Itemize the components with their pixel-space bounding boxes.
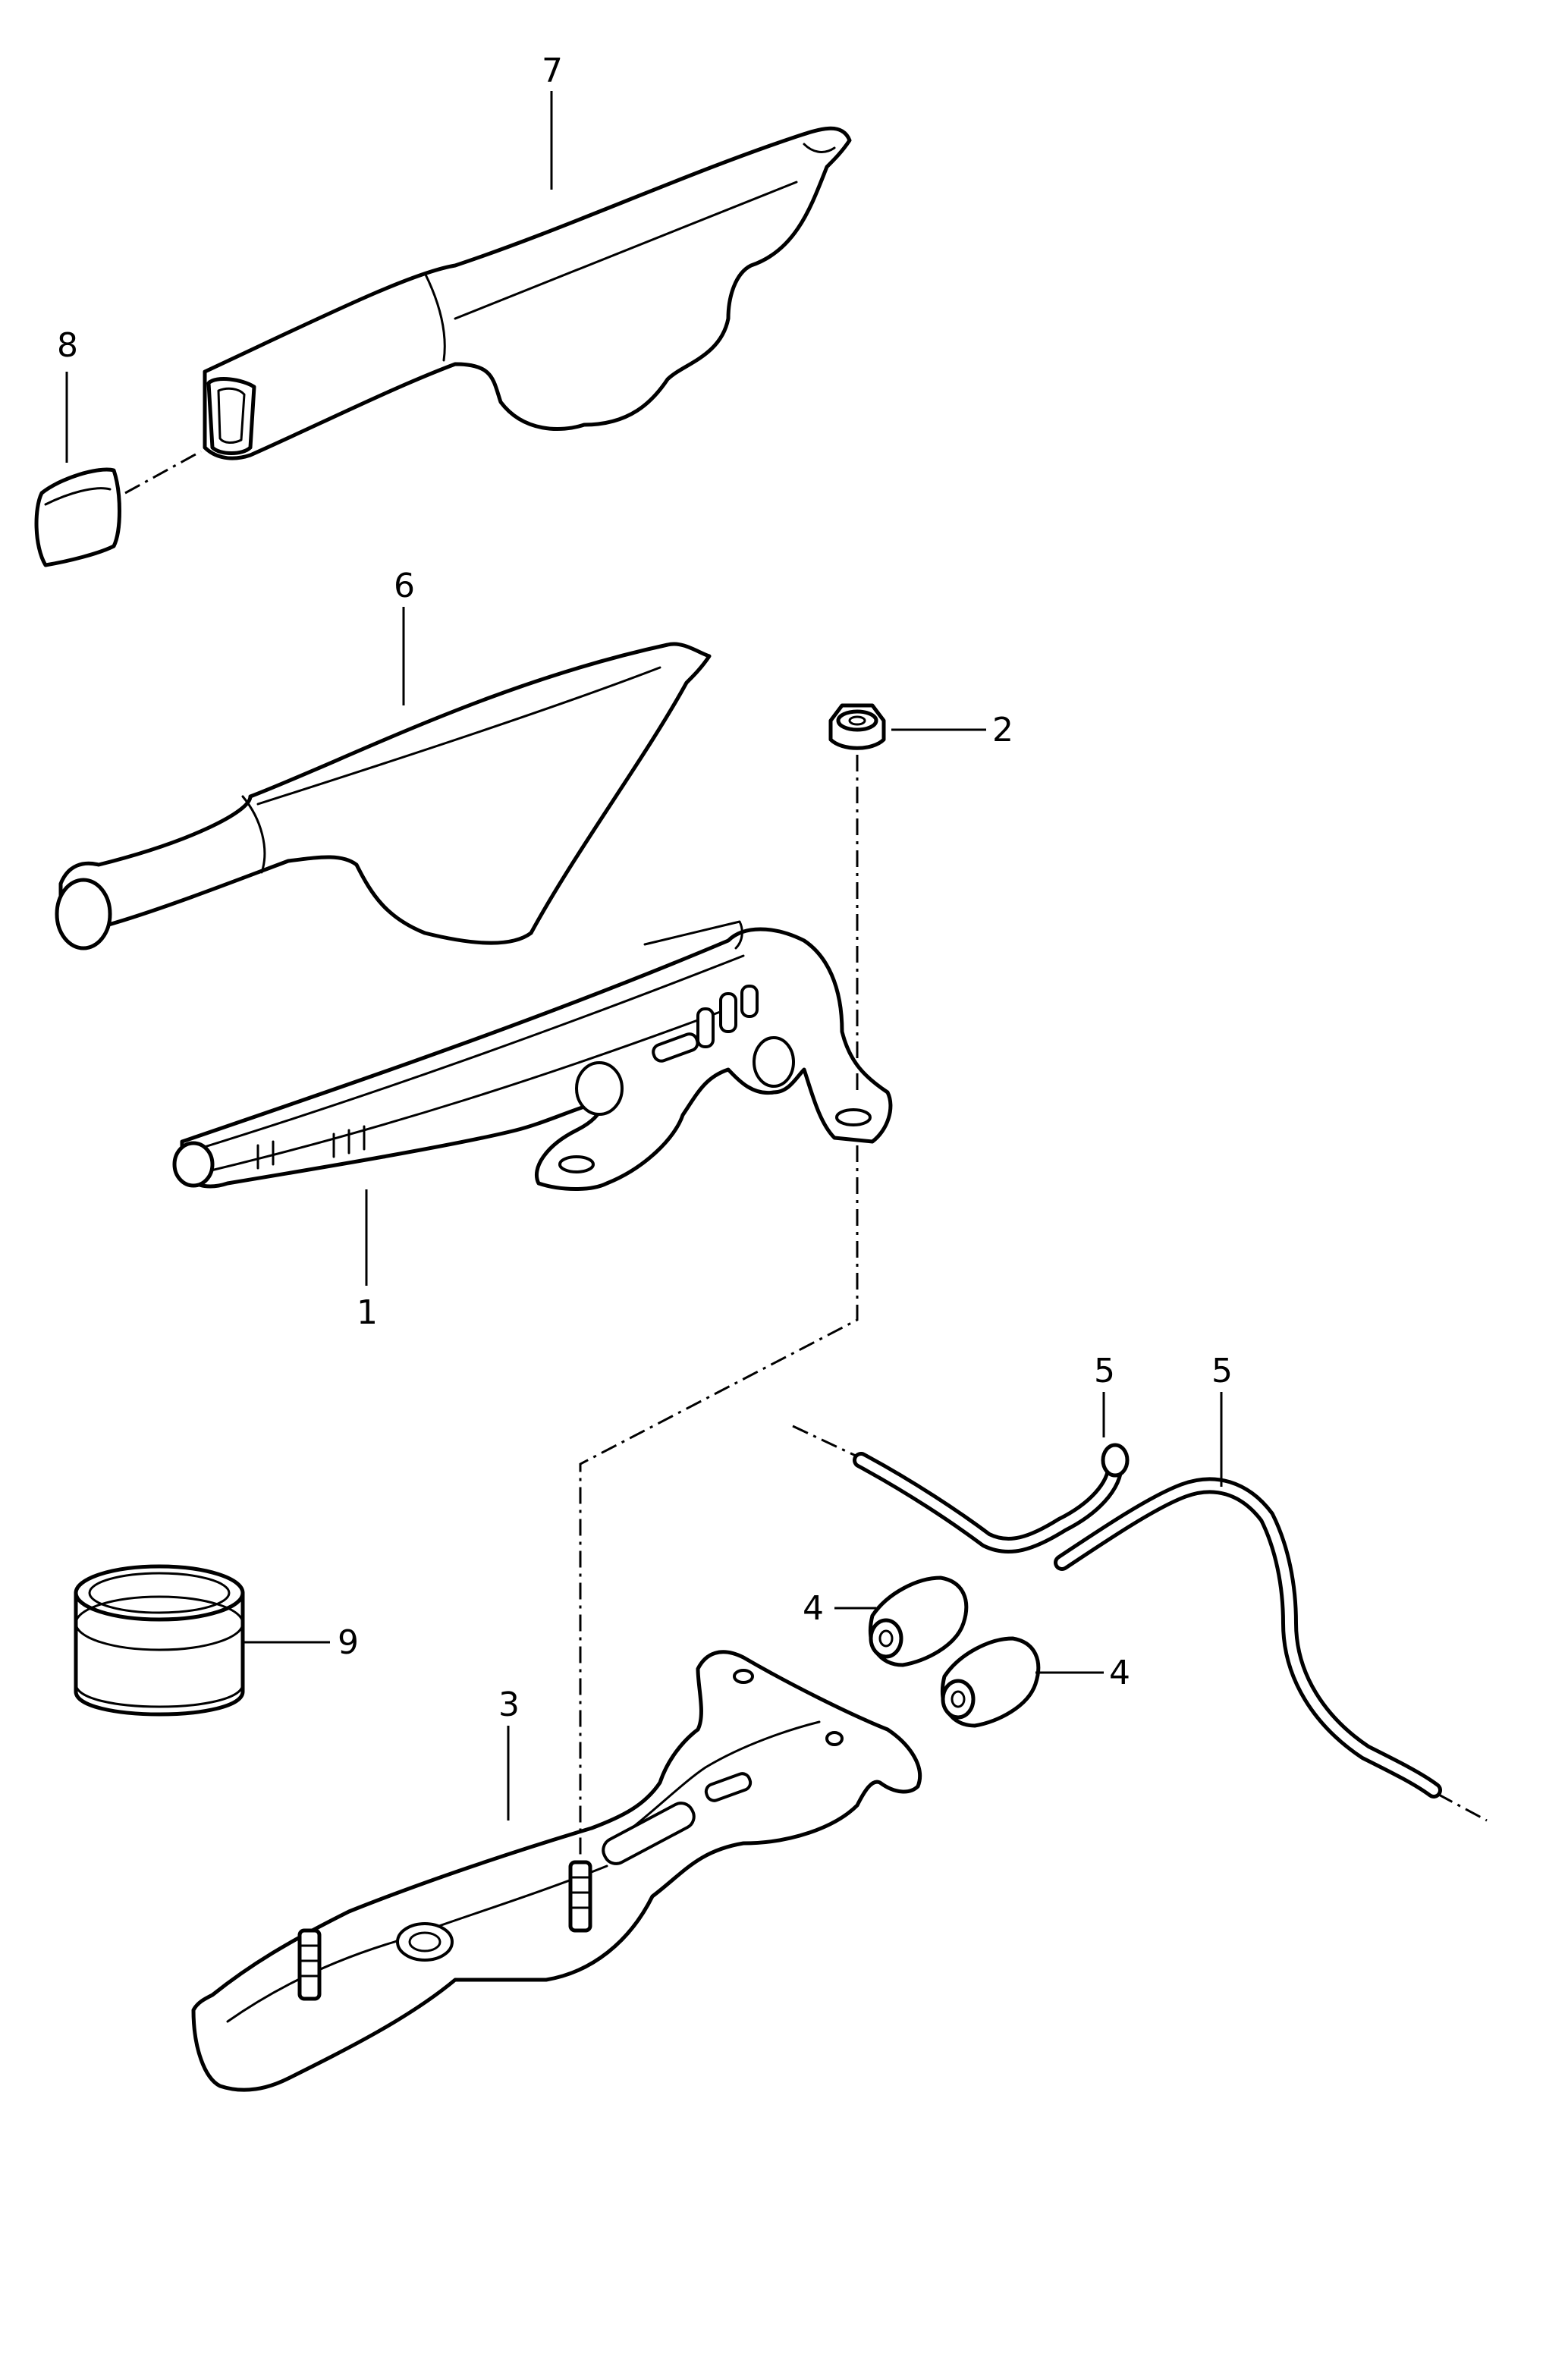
part-5-rod-short (853, 1443, 1130, 1553)
callout-5a: 5 (1094, 1352, 1115, 1390)
stud-right (568, 1860, 592, 1933)
callout-4b: 4 (1109, 1654, 1130, 1692)
callout-2: 2 (992, 711, 1013, 749)
part-5-guide-line (792, 1425, 858, 1458)
part-4-bushing-lower (940, 1636, 1041, 1728)
stud-left (297, 1928, 322, 2001)
part-8-end-cap (34, 467, 121, 567)
callout-7: 7 (542, 52, 563, 90)
callout-6: 6 (394, 567, 415, 605)
part-5-long-guide-line (1437, 1792, 1488, 1822)
part-6-boot-cover (55, 642, 712, 950)
part-2-nut (828, 703, 886, 750)
part-9-grommet-sleeve (74, 1564, 245, 1717)
part-3-base-bracket (191, 1650, 922, 2092)
callout-3: 3 (498, 1685, 520, 1724)
assembly-line-bracket (579, 1145, 859, 1866)
callout-4a: 4 (803, 1589, 824, 1628)
part-1-handbrake-lever (172, 920, 893, 1191)
callout-1: 1 (357, 1293, 378, 1332)
part-7-boot-cover (203, 126, 852, 460)
part-4-bushing-upper (868, 1575, 969, 1667)
callout-9: 9 (338, 1623, 359, 1662)
part-8-guide-line (124, 450, 202, 495)
callout-8: 8 (57, 326, 78, 365)
callout-5b: 5 (1211, 1352, 1233, 1390)
part-5-rod-long (1054, 1477, 1442, 1799)
